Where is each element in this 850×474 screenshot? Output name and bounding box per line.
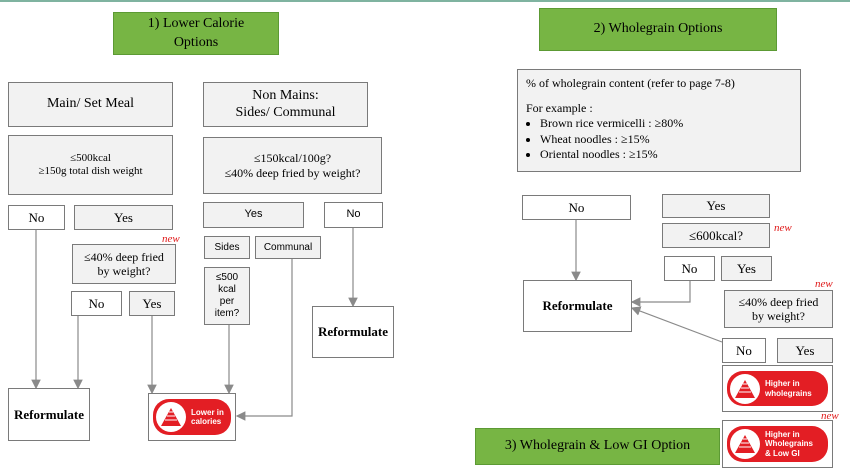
pyramid-seal-icon (730, 429, 760, 459)
example-item: Oriental noodles : ≥15% (540, 147, 792, 163)
new-tag-right-fried: new (815, 278, 833, 290)
logo-text: Higher in wholegrains (765, 379, 812, 398)
communal-box: Communal (255, 236, 321, 259)
for-example-label: For example : (526, 100, 593, 115)
fried-no-box: No (71, 291, 122, 316)
right-fried-question: ≤40% deep fried by weight? (724, 290, 833, 328)
section-lower-calorie: 1) Lower Calorie Options (113, 12, 279, 55)
kcal-question-box: ≤600kcal? (662, 223, 770, 248)
kcal-yes-box: Yes (721, 256, 772, 281)
non-mains-criteria-box: ≤150kcal/100g? ≤40% deep fried by weight… (203, 137, 382, 194)
non-mains-box: Non Mains: Sides/ Communal (203, 82, 368, 127)
wholegrain-content-title: % of wholegrain content (refer to page 7… (526, 76, 735, 90)
non-mains-yes-box: Yes (203, 202, 304, 228)
example-item: Brown rice vermicelli : ≥80% (540, 116, 792, 132)
arrow-kcal-no (630, 281, 691, 307)
reformulate-box-2: Reformulate (312, 306, 394, 358)
new-tag-low-gi: new (821, 410, 839, 422)
right-fried-yes-box: Yes (777, 338, 833, 363)
wholegrain-content-box: % of wholegrain content (refer to page 7… (517, 69, 801, 172)
pyramid-seal-icon (156, 402, 186, 432)
logo-text: Lower in calories (191, 407, 224, 426)
top-divider (0, 0, 850, 2)
main-fried-question: ≤40% deep fried by weight? (72, 244, 176, 284)
section-wholegrain: 2) Wholegrain Options (539, 8, 777, 51)
main-no-box: No (8, 205, 65, 230)
logo-text: Higher in Wholegrains & Low GI (765, 430, 814, 458)
arrow-communal (235, 259, 293, 421)
kcal-no-box: No (664, 256, 715, 281)
reformulate-box-1: Reformulate (8, 388, 90, 441)
wholegrain-yes-box: Yes (662, 194, 770, 218)
section-wholegrain-low-gi: 3) Wholegrain & Low GI Option (475, 428, 720, 465)
main-yes-box: Yes (74, 205, 173, 230)
lower-in-calories-logo: Lower in calories (148, 393, 236, 441)
reformulate-box-3: Reformulate (523, 280, 632, 332)
pyramid-seal-icon (730, 374, 760, 404)
example-list: Brown rice vermicelli : ≥80% Wheat noodl… (526, 116, 792, 163)
sides-kcal-question: ≤500 kcal per item? (204, 267, 250, 325)
wholegrain-no-box: No (522, 195, 631, 220)
non-mains-no-box: No (324, 202, 383, 228)
main-set-meal-box: Main/ Set Meal (8, 82, 173, 127)
right-fried-no-box: No (722, 338, 766, 363)
new-tag-kcal: new (774, 222, 792, 234)
example-item: Wheat noodles : ≥15% (540, 132, 792, 148)
arrow-right-fried-no (630, 306, 723, 343)
fried-yes-box: Yes (129, 291, 175, 316)
main-criteria-box: ≤500kcal ≥150g total dish weight (8, 135, 173, 195)
sides-box: Sides (204, 236, 250, 259)
higher-in-wholegrains-logo: Higher in wholegrains (722, 365, 833, 412)
new-tag-main-fried: new (162, 233, 180, 245)
higher-in-wholegrains-low-gi-logo: Higher in Wholegrains & Low GI (722, 420, 833, 468)
